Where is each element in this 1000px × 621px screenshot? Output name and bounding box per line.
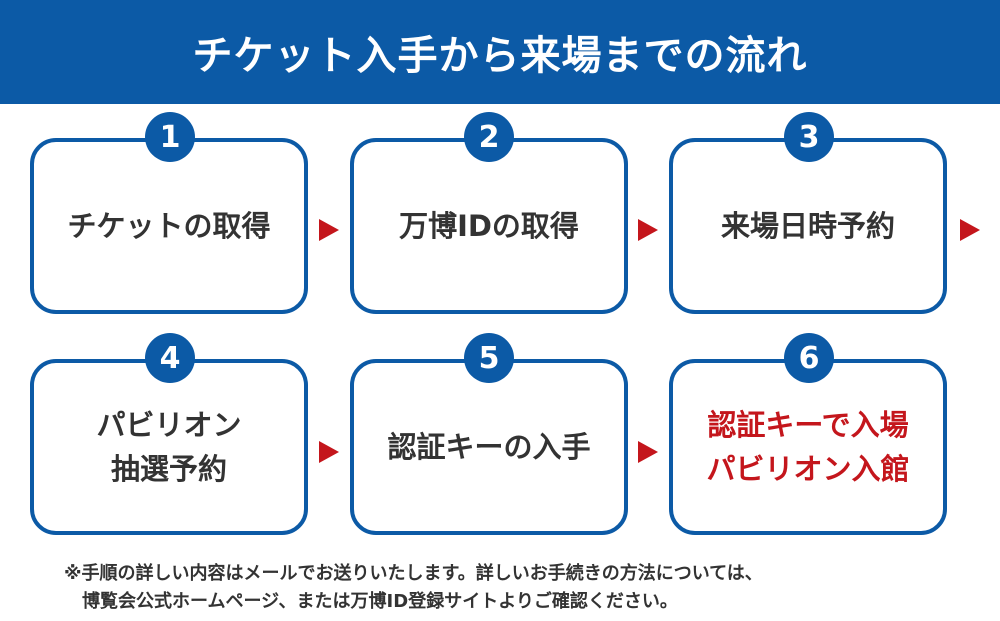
arrow-right-icon: [638, 441, 658, 463]
step-label-1: チケットの取得: [67, 209, 271, 243]
step-label-5: 認証キーの入手: [387, 430, 591, 464]
arrow-right-icon: [319, 219, 339, 241]
footnote-line-1: ※手順の詳しい内容はメールでお送りいたします。詳しいお手続きの方法については、: [64, 563, 763, 584]
step-number-4: 4: [145, 333, 195, 383]
step-label-3: 来場日時予約: [720, 209, 895, 243]
arrow-right-icon: [319, 441, 339, 463]
step-label-6: 認証キーで入場 パビリオン入館: [706, 408, 910, 486]
arrow-right-icon: [638, 219, 658, 241]
step-label-4: パビリオン 抽選予約: [96, 408, 242, 486]
step-number-6: 6: [784, 333, 834, 383]
step-number-1: 1: [145, 112, 195, 162]
step-card-4: パビリオン 抽選予約: [30, 359, 308, 535]
step-card-3: 来場日時予約: [669, 138, 947, 314]
step-card-2: 万博IDの取得: [350, 138, 628, 314]
header-banner: チケット入手から来場までの流れ: [0, 0, 1000, 104]
step-card-1: チケットの取得: [30, 138, 308, 314]
page-title: チケット入手から来場までの流れ: [192, 33, 808, 79]
step-number-3: 3: [784, 112, 834, 162]
footnote-line-2: 博覧会公式ホームページ、または万博ID登録サイトよりご確認ください。: [82, 591, 678, 612]
step-number-2: 2: [464, 112, 514, 162]
step-card-6: 認証キーで入場 パビリオン入館: [669, 359, 947, 535]
footnote: ※手順の詳しい内容はメールでお送りいたします。詳しいお手続きの方法については、 …: [64, 560, 984, 616]
arrow-right-icon: [960, 219, 980, 241]
step-card-5: 認証キーの入手: [350, 359, 628, 535]
step-label-2: 万博IDの取得: [399, 209, 579, 243]
step-number-5: 5: [464, 333, 514, 383]
